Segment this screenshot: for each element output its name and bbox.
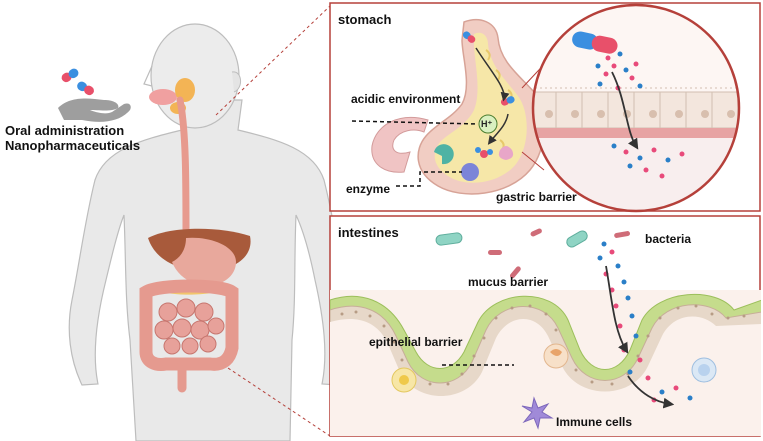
stomach-panel-title: stomach	[338, 12, 392, 27]
immune-cell-icon	[543, 343, 569, 369]
ear	[231, 71, 241, 93]
enzyme-icon	[434, 144, 454, 165]
large-intestine	[139, 279, 239, 371]
bacterium-icon	[435, 232, 463, 246]
stomach-cross-section: H⁺	[371, 18, 545, 195]
bacterium-icon	[566, 230, 588, 248]
permeation-arrow	[611, 71, 639, 150]
stomach-organ	[172, 237, 236, 286]
lamina-propria	[330, 316, 761, 436]
human-body-illustration	[68, 23, 352, 441]
hand-with-capsules	[58, 68, 131, 122]
acidic-environment-label: acidic environment	[351, 92, 460, 106]
drug-path-arrow	[487, 113, 509, 145]
permeation-arrow	[605, 265, 629, 354]
proton-label: H⁺	[481, 119, 492, 129]
caption-oral-administration: Oral administration	[5, 123, 124, 138]
proton-icon	[478, 114, 498, 134]
drug-path-arrow	[475, 47, 510, 102]
mucus-barrier-label: mucus barrier	[468, 275, 548, 289]
leader-enzyme	[396, 171, 462, 187]
enzyme-cluster	[475, 147, 493, 158]
salivary-gland	[175, 78, 195, 102]
gastric-epithelial-cells	[533, 91, 739, 129]
capsule-icon	[77, 81, 94, 96]
duodenum	[371, 117, 429, 173]
connector-line-stomach	[215, 5, 331, 116]
small-intestine	[154, 298, 225, 355]
dendritic-cell-icon	[521, 396, 554, 430]
leader-acidic	[351, 120, 479, 125]
enzyme-icon	[461, 163, 479, 181]
gastric-mucosa-zoom	[531, 3, 741, 213]
permeation-arrow	[627, 375, 675, 409]
epithelial-barrier-label: epithelial barrier	[369, 335, 463, 349]
capsule-icon	[61, 68, 79, 83]
gastric-barrier-label: gastric barrier	[496, 190, 577, 204]
zoom-line	[521, 151, 545, 171]
oral-cavity	[149, 89, 177, 105]
connector-line-intestine	[227, 367, 331, 437]
intestine-panel-title: intestines	[338, 225, 399, 240]
caption-nanopharmaceuticals: Nanopharmaceuticals	[5, 138, 140, 153]
villi-illustration	[330, 241, 761, 436]
enzyme-label: enzyme	[346, 182, 390, 196]
bacterium-icon	[488, 250, 502, 255]
bacterium-icon	[530, 228, 542, 237]
bacteria-icons	[435, 228, 631, 279]
bacteria-label: bacteria	[645, 232, 691, 246]
nose	[143, 65, 153, 87]
capsule-icon	[462, 31, 476, 43]
hand-icon	[58, 98, 131, 122]
enzyme-icon	[498, 146, 514, 160]
head	[150, 23, 240, 129]
bacterium-icon	[509, 266, 521, 279]
bacterium-icon	[614, 231, 631, 238]
esophagus	[176, 96, 190, 242]
capsule-icon	[572, 31, 618, 54]
immune-cells-label: Immune cells	[556, 415, 632, 429]
